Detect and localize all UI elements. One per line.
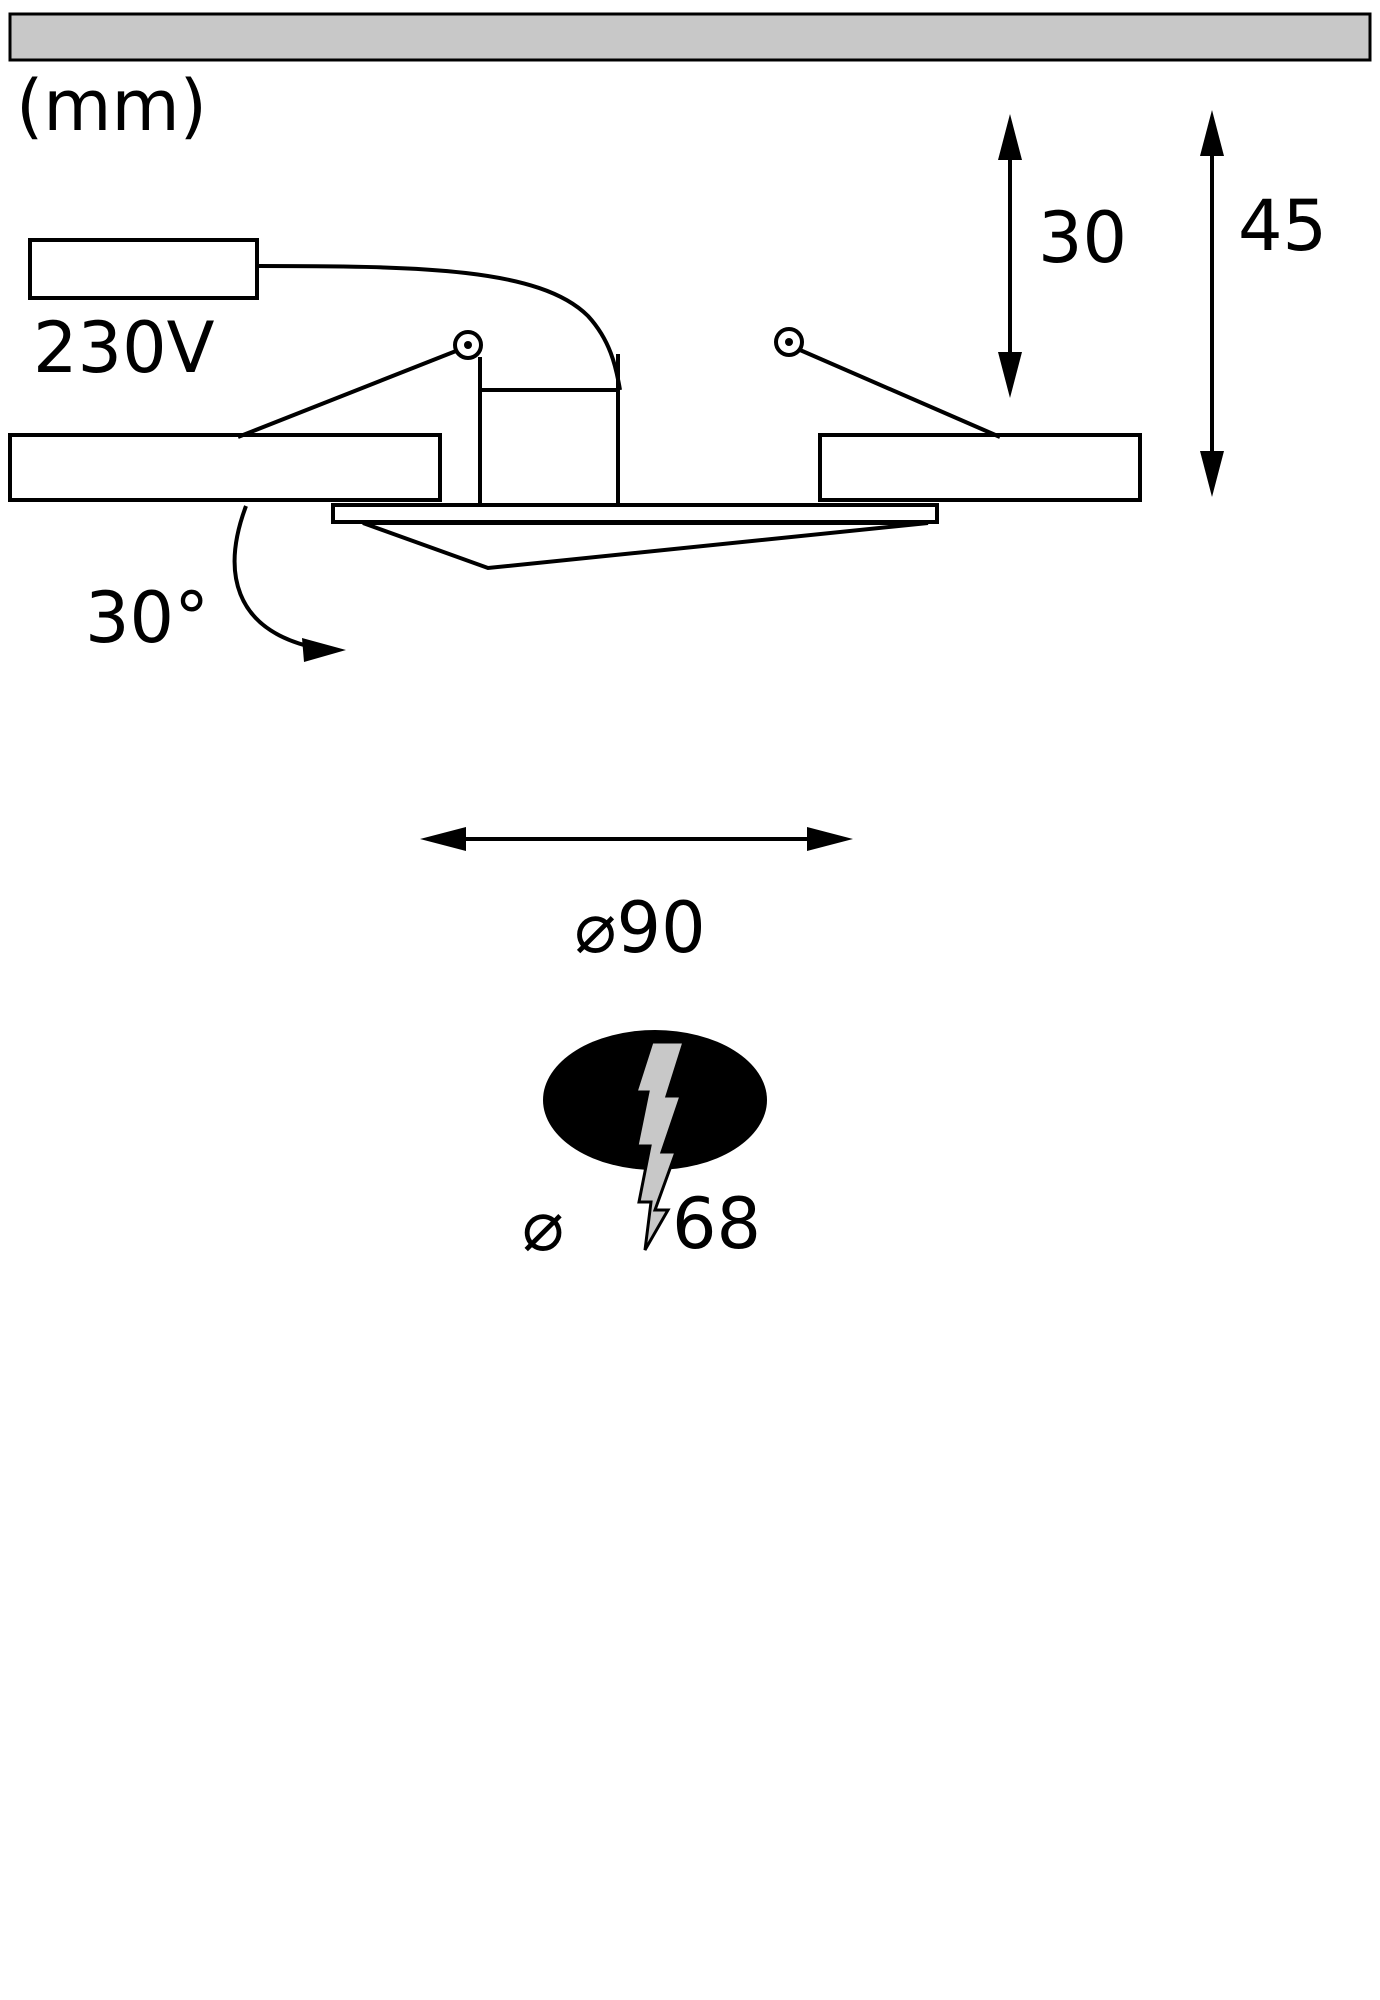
ceiling-panel-left	[8, 433, 442, 502]
power-cable	[257, 264, 622, 391]
dim-90-label: ⌀90	[574, 887, 705, 969]
tilt-angle-arc	[232, 505, 317, 650]
dim-30-arrow-down-icon	[998, 352, 1022, 398]
right-pivot-dot	[785, 338, 793, 346]
trim-flange	[331, 503, 939, 524]
transformer-box	[28, 238, 259, 300]
tilted-lamp-face	[362, 521, 929, 571]
dim-45-arrow-up-icon	[1200, 110, 1224, 156]
dim-90-arrow-right-icon	[807, 827, 853, 851]
tilt-angle-arrow-icon	[302, 638, 346, 662]
voltage-label: 230V	[33, 307, 215, 389]
dim-30-arrow-up-icon	[998, 114, 1022, 160]
dim-45-label: 45	[1238, 185, 1327, 267]
left-pivot-dot	[464, 341, 472, 349]
cutout-value-label: 68	[672, 1183, 761, 1265]
dim-30-label: 30	[1038, 197, 1127, 279]
dim-45-arrow-down-icon	[1200, 451, 1224, 497]
left-spring-arm	[237, 349, 457, 439]
tilt-angle-label: 30°	[85, 577, 209, 659]
ceiling-top-bar	[8, 12, 1372, 62]
dim-90-arrow-left-icon	[420, 827, 466, 851]
cutout-symbol-label: ⌀	[522, 1185, 564, 1267]
right-spring-arm	[799, 348, 1001, 439]
lightning-bolt-icon	[633, 1040, 687, 1251]
ceiling-panel-right	[818, 433, 1142, 502]
unit-label: (mm)	[16, 65, 207, 147]
